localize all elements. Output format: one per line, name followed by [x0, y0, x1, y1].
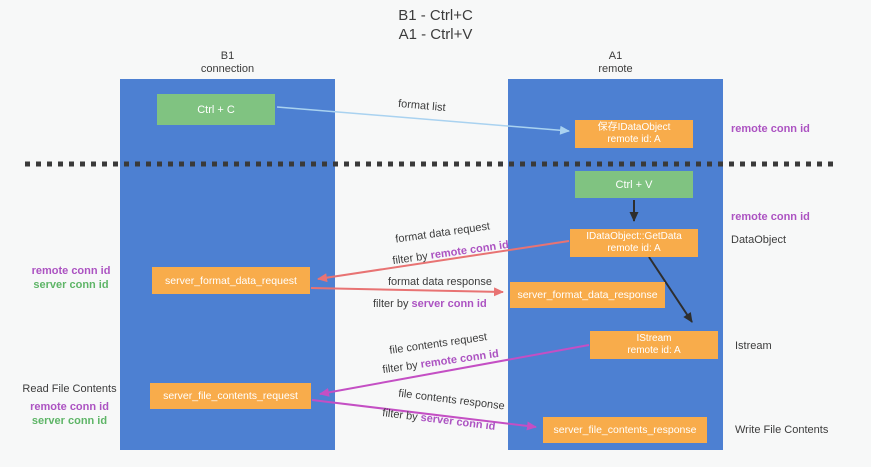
filter-by-server-2: filter by server conn id: [382, 407, 496, 433]
format-data-request-label: format data request: [394, 220, 491, 246]
lane-a1-name: A1: [608, 50, 623, 62]
lane-b1-subtitle: connection: [200, 63, 255, 75]
title-line-2: A1 - Ctrl+V: [398, 26, 473, 43]
getdata-box: IDataObject::GetData remote id: A: [570, 229, 698, 257]
filter-by-text: filter by: [373, 298, 412, 310]
getdata-line2: remote id: A: [607, 243, 661, 254]
filter-by-text: filter by: [391, 249, 432, 268]
saved-dataobject-box: 保存IDataObject remote id: A: [575, 120, 693, 148]
getdata-line1: IDataObject::GetData: [586, 231, 682, 242]
ctrl-v-label: Ctrl + V: [615, 178, 653, 191]
remote-conn-id-left-top: remote conn id: [31, 265, 111, 277]
lane-header-b1: B1 connection: [170, 50, 285, 76]
format-data-response-label: format data response: [388, 276, 492, 288]
server-conn-id-left-bottom: server conn id: [31, 415, 108, 427]
lane-header-a1: A1 remote: [558, 50, 673, 76]
title-line-1: B1 - Ctrl+C: [398, 7, 473, 24]
read-file-contents-label: Read File Contents: [22, 383, 117, 395]
server-conn-id-text: server conn id: [411, 298, 487, 310]
server-conn-id-text: server conn id: [419, 411, 497, 433]
left-conn-id-block-bottom: Read File Contents remote conn id server…: [22, 382, 117, 428]
server-file-contents-request-box: server_file_contents_request: [150, 383, 311, 409]
server-file-contents-response-box: server_file_contents_response: [543, 417, 707, 443]
server-format-data-request-label: server_format_data_request: [165, 274, 297, 287]
file-contents-response-label: file contents response: [397, 387, 506, 413]
remote-conn-id-label-mid: remote conn id: [731, 211, 810, 223]
server-file-contents-request-label: server_file_contents_request: [163, 390, 298, 402]
server-format-data-request-box: server_format_data_request: [152, 267, 310, 294]
ctrl-c-box: Ctrl + C: [157, 94, 275, 125]
istream-side-label: Istream: [735, 340, 772, 352]
lane-a1-subtitle: remote: [598, 63, 633, 75]
lane-b1-name: B1: [220, 50, 235, 62]
remote-conn-id-left-bottom: remote conn id: [30, 401, 109, 413]
format-data-response-arrow: [310, 287, 504, 297]
remote-conn-id-label-top: remote conn id: [731, 123, 810, 135]
server-format-data-response-label: server_format_data_response: [517, 289, 658, 301]
ctrl-c-label: Ctrl + C: [197, 103, 235, 116]
saved-dataobject-line1: 保存IDataObject: [597, 122, 671, 133]
left-conn-id-block-top: remote conn id server conn id: [25, 264, 117, 292]
istream-line2: remote id: A: [627, 345, 681, 356]
ctrl-v-box: Ctrl + V: [575, 171, 693, 198]
istream-line1: IStream: [636, 333, 672, 344]
server-conn-id-left-top: server conn id: [33, 279, 109, 291]
diagram-title: B1 - Ctrl+C A1 - Ctrl+V: [0, 6, 871, 44]
filter-by-server-1: filter by server conn id: [373, 298, 487, 310]
dataobject-label: DataObject: [731, 234, 787, 246]
remote-conn-id-text: remote conn id: [429, 238, 510, 262]
format-list-label: format list: [397, 97, 447, 115]
saved-dataobject-line2: remote id: A: [607, 134, 661, 145]
istream-box: IStream remote id: A: [590, 331, 718, 359]
write-file-contents-label: Write File Contents: [735, 424, 829, 436]
remote-conn-id-text: remote conn id: [419, 347, 500, 371]
filter-by-text: filter by: [381, 358, 422, 377]
server-file-contents-response-label: server_file_contents_response: [553, 424, 697, 436]
filter-by-text: filter by: [381, 407, 422, 424]
server-format-data-response-box: server_format_data_response: [510, 282, 665, 308]
